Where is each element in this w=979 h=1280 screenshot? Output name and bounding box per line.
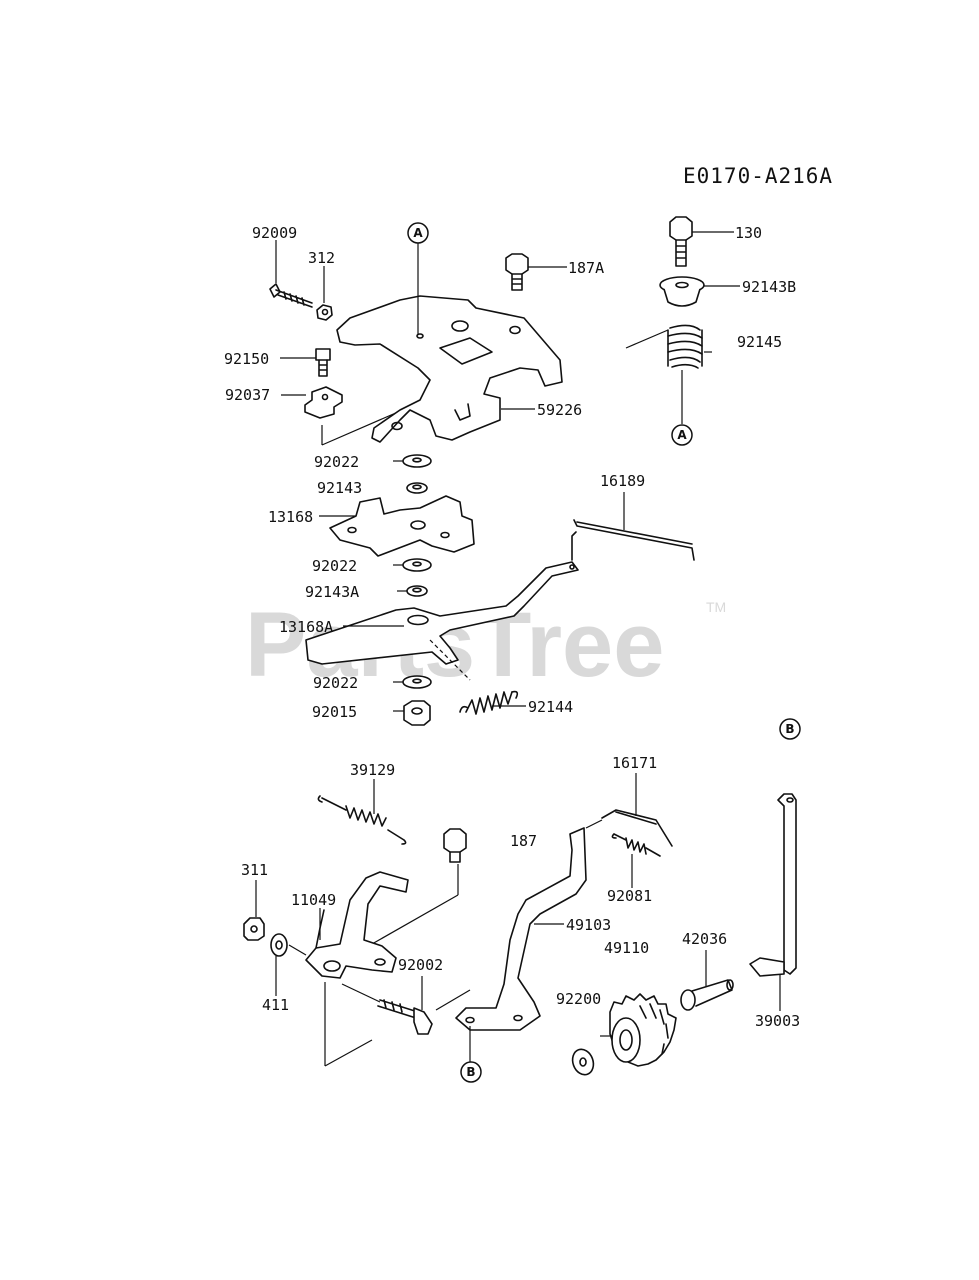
clip-92037-drawing: [304, 386, 343, 419]
washer-92022-mid-drawing: [402, 558, 432, 572]
label-39129: 39129: [350, 761, 395, 779]
label-92200: 92200: [556, 990, 601, 1008]
label-16171: 16171: [612, 754, 657, 772]
label-187: 187: [510, 832, 537, 850]
nut-92015-drawing: [403, 700, 431, 726]
label-312: 312: [308, 249, 335, 267]
arm-49103-drawing: [455, 827, 587, 1031]
lever-13168A-drawing: [305, 531, 579, 665]
nut-311-drawing: [243, 917, 265, 941]
collar-92143B-drawing: [659, 276, 705, 307]
callout-a-right: A: [671, 424, 693, 446]
label-92143B: 92143B: [742, 278, 796, 296]
label-187A: 187A: [568, 259, 604, 277]
label-92037: 92037: [225, 386, 270, 404]
spring-39129-drawing: [317, 795, 407, 845]
label-92015: 92015: [312, 703, 357, 721]
label-42036: 42036: [682, 930, 727, 948]
leader-11049-guide: [324, 982, 373, 1067]
label-49110: 49110: [604, 939, 649, 957]
bracket-59226-drawing: [336, 295, 563, 443]
label-92022-mid: 92022: [312, 557, 357, 575]
spring-92144-drawing: [459, 690, 519, 715]
bracket-13168-drawing: [329, 495, 475, 557]
diagram-code: E0170-A216A: [683, 164, 833, 188]
leader-411-guide: [288, 944, 307, 956]
svg-text:B: B: [785, 722, 794, 736]
collar-92143-drawing: [406, 482, 428, 494]
label-49103: 49103: [566, 916, 611, 934]
label-11049: 11049: [291, 891, 336, 909]
callout-b-bottom: B: [460, 1061, 482, 1083]
svg-text:A: A: [413, 226, 423, 240]
label-13168: 13168: [268, 508, 313, 526]
washer-411-drawing: [270, 933, 288, 957]
bolt-130-drawing: [669, 216, 693, 267]
collar-92143A-drawing: [406, 585, 428, 597]
label-13168A: 13168A: [279, 618, 333, 636]
label-92022-top: 92022: [314, 453, 359, 471]
shaft-39003-drawing: [749, 793, 797, 977]
leader-92037-guide: [321, 411, 399, 446]
leader-187-b: [371, 894, 459, 945]
spring-92081-drawing: [611, 833, 661, 857]
label-130: 130: [735, 224, 762, 242]
bolt-187-drawing: [443, 828, 467, 863]
label-16189: 16189: [600, 472, 645, 490]
svg-text:B: B: [466, 1065, 475, 1079]
rod-16189-drawing: [573, 519, 695, 561]
label-92143A: 92143A: [305, 583, 359, 601]
pin-42036-drawing: [680, 979, 734, 1011]
label-92022-low: 92022: [313, 674, 358, 692]
label-92009: 92009: [252, 224, 297, 242]
svg-text:A: A: [677, 428, 687, 442]
bolt-92150-drawing: [315, 348, 331, 377]
spring-92145-drawing: [667, 324, 703, 369]
watermark-trademark: TM: [706, 599, 726, 615]
label-92081: 92081: [607, 887, 652, 905]
washer-92200-drawing: [571, 1048, 595, 1076]
bolt-92002-drawing: [377, 999, 433, 1035]
label-92143: 92143: [317, 479, 362, 497]
rod-16171-drawing: [601, 809, 673, 847]
bolt-187A-drawing: [505, 253, 529, 291]
label-92002: 92002: [398, 956, 443, 974]
washer-92022-top-drawing: [402, 454, 432, 468]
lever-11049-drawing: [305, 871, 409, 979]
label-411: 411: [262, 996, 289, 1014]
label-311: 311: [241, 861, 268, 879]
label-39003: 39003: [755, 1012, 800, 1030]
bolt-92009-drawing: [269, 283, 313, 308]
leader-16171-guide: [585, 819, 603, 829]
leader-92145-guide: [625, 329, 669, 349]
label-59226: 59226: [537, 401, 582, 419]
leader-92002-guide: [341, 983, 381, 1003]
nut-312-drawing: [316, 304, 333, 321]
leader-13168A-guide: [429, 639, 471, 681]
leader-49103-guide: [435, 989, 471, 1011]
label-92150: 92150: [224, 350, 269, 368]
callout-b-right: B: [779, 718, 801, 740]
callout-a-top: A: [407, 222, 429, 244]
washer-92022-low-drawing: [402, 675, 432, 689]
label-92145: 92145: [737, 333, 782, 351]
gear-92200-drawing: [609, 993, 677, 1067]
label-92144: 92144: [528, 698, 573, 716]
